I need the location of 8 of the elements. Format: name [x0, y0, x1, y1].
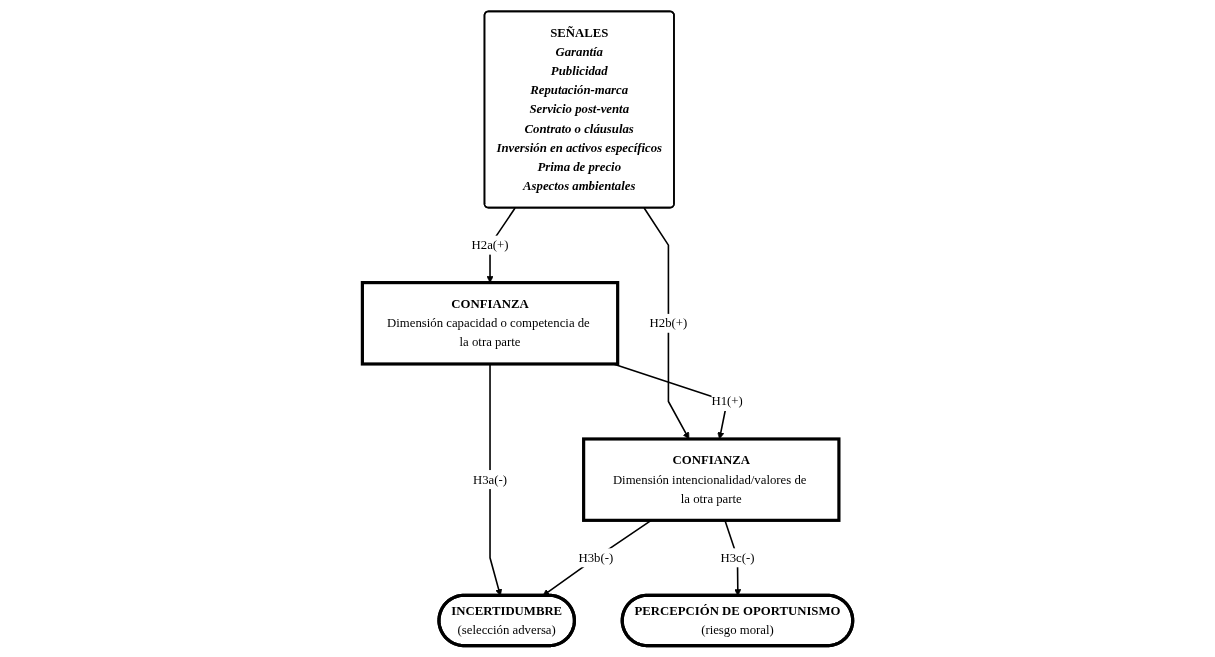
- edge-label: H3c(-): [720, 550, 755, 565]
- node-box: CONFIANZA Dimensión intencionalidad/valores de la otra parte: [582, 437, 841, 522]
- node-box: CONFIANZA Dimensión capacidad o competencia de la otra parte: [360, 281, 620, 366]
- edge-label: H2b(+): [649, 316, 688, 330]
- edge-label: H2a(+): [471, 237, 509, 252]
- edge-label: H3b(-): [578, 550, 614, 565]
- edge-label: H1(+): [711, 394, 743, 408]
- edge-label: H3a(-): [472, 472, 507, 487]
